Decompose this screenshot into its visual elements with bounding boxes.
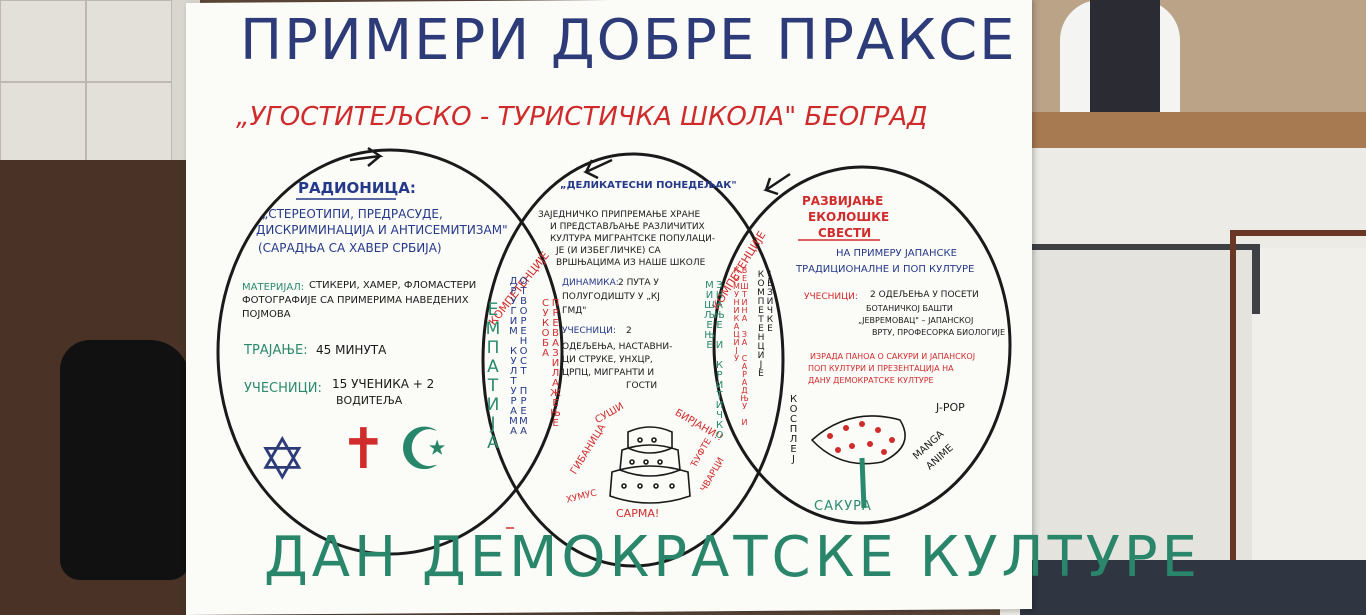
right-tag-jpop: J-POP (936, 401, 965, 414)
right-heading-line: РАЗВИЈАЊЕ (802, 194, 884, 208)
wall-background (0, 0, 200, 170)
left-material-label: МАТЕРИЈАЛ: (242, 282, 305, 293)
overlap-left-empathy: ЕМПАТИЈА (483, 300, 503, 452)
left-participants-line: 15 УЧЕНИКА + 2 (332, 377, 435, 391)
black-bag (60, 340, 190, 580)
left-topic-line: ДИСКРИМИНАЦИЈА И АНТИСЕМИТИЗАМ" (256, 223, 508, 237)
right-participants-label: УЧЕСНИЦИ: (804, 292, 858, 302)
right-participants-line: БОТАНИЧКОЈ БАШТИ (866, 304, 953, 313)
right-participants-line: ВРТУ, ПРОФЕСОРКА БИОЛОГИЈЕ (872, 328, 1005, 337)
right-participants-line: 2 ОДЕЉЕЊА У ПОСЕТИ (870, 290, 979, 300)
middle-participants-line: ЦИ СТРУКЕ, УНХЦР, (562, 355, 653, 365)
middle-circle (481, 152, 785, 568)
right-tag-sakura: САКУРА (814, 499, 872, 514)
right-example-line: НА ПРИМЕРУ ЈАПАНСКЕ (836, 248, 957, 259)
left-material-line: СТИКЕРИ, ХАМЕР, ФЛОМАСТЕРИ (309, 280, 477, 291)
serving-trolley (1230, 230, 1366, 566)
middle-dynamics-label: ДИНАМИКА: (562, 278, 619, 288)
right-activity-line: ДАНУ ДЕМОКРАТСКЕ КУЛТУРЕ (808, 376, 934, 385)
middle-heading: „ДЕЛИКАТЕСНИ ПОНЕДЕЉАК" (560, 180, 737, 191)
sakura-tree-drawing (810, 415, 906, 509)
overlap-left-openness: ОТВОРЕНОСТ ПРЕМА ДРУГИМ КУЛТУРАМА (508, 276, 529, 436)
right-circle (712, 165, 1012, 525)
middle-desc-line: ЗАЈЕДНИЧКО ПРИПРЕМАЊЕ ХРАНЕ (538, 210, 701, 220)
poster-title: ПРИМЕРИ ДОБРЕ ПРАКСЕ (240, 8, 1017, 73)
middle-participants-line: 2 (626, 326, 632, 336)
left-participants-label: УЧЕСНИЦИ: (244, 381, 322, 396)
left-heading: РАДИОНИЦА: (298, 179, 416, 197)
crescent-star-icon: ☪ (398, 415, 450, 483)
left-participants-line: ВОДИТЕЉА (336, 394, 403, 407)
middle-desc-line: ВРШЊАЦИМА ИЗ НАШЕ ШКОЛЕ (556, 258, 706, 268)
middle-desc-line: ЈЕ (И ИЗБЕГЛИЧКЕ) СА (556, 246, 661, 256)
right-activity-line: ПОП КУЛТУРИ И ПРЕЗЕНТАЦИЈА НА (808, 364, 954, 373)
overlap-right-knowledge: ЗНАЊЕ И КРИТИЧКО МИШЉЕЊЕ (704, 280, 725, 440)
wall-tile (0, 0, 86, 82)
middle-desc-line: И ПРЕДСТАВЉАЊЕ РАЗЛИЧИТИХ (550, 222, 705, 232)
arrow-icon (349, 146, 384, 167)
floor-carpet (1020, 560, 1366, 615)
overlap-right-cooperation: ВЕШТИНА ЗА САРАДЊУ И КОМУНИКАЦИЈУ (732, 266, 749, 426)
right-activity-line: ИЗРАДА ПАНОА О САКУРИ И ЈАПАНСКОЈ (810, 352, 976, 361)
middle-dynamics-line: ГМД" (562, 306, 587, 316)
right-heading-line: СВЕСТИ (818, 226, 872, 240)
middle-participants-line: ГОСТИ (626, 381, 658, 391)
arrow-icon (583, 158, 613, 180)
left-topic-line: „СТЕРЕОТИПИ, ПРЕДРАСУДЕ, (262, 207, 443, 221)
middle-participants-label: УЧЕСНИЦИ: (562, 326, 616, 336)
cross-icon: ✝ (340, 417, 387, 482)
left-material-line: ПОЈМОВА (242, 309, 291, 320)
middle-desc-line: КУЛТУРА МИГРАНТСКЕ ПОПУЛАЦИ- (550, 234, 716, 244)
middle-dynamics-line: ПОЛУГОДИШТУ У „КЈ (562, 292, 660, 302)
right-participants-line: „ЈЕВРЕМОВАЦ" – ЈАПАНСКОЈ (858, 316, 974, 325)
right-tag-cosplay: КОСПЛЕЈ (788, 394, 799, 464)
left-duration-value: 45 МИНУТА (316, 343, 387, 357)
left-topic-line: (САРАДЊА СА ХАВЕР СРБИЈА) (258, 241, 442, 255)
bar-counter-top (1010, 112, 1366, 148)
left-duration-label: ТРАЈАЊЕ: (244, 343, 308, 358)
food-label: САРМА! (616, 507, 660, 520)
left-circle (216, 148, 564, 556)
wall-tile (0, 82, 86, 164)
wall-tile (86, 82, 172, 164)
poster-footer: ДАН ДЕМОКРАТСКЕ КУЛТУРЕ (264, 525, 1202, 590)
left-material-line: ФОТОГРАФИЈЕ СА ПРИМЕРИМА НАВЕДЕНИХ (242, 295, 469, 306)
right-heading-line: ЕКОЛОШКЕ (808, 210, 890, 224)
cake-drawing (609, 426, 691, 504)
arrow-icon (763, 172, 791, 196)
right-example-line: ТРАДИЦИОНАЛНЕ И ПОП КУЛТУРЕ (796, 264, 975, 275)
middle-participants-line: ЦРПЦ, МИГРАНТИ И (562, 368, 655, 378)
middle-dynamics-line: 2 ПУТА У (618, 278, 659, 288)
overlap-right-language: ЈЕЗИЧКЕ КОМПЕТЕНЦИЈЕ (756, 270, 775, 378)
middle-participants-line: ОДЕЉЕЊА, НАСТАВНИ- (562, 342, 673, 352)
wall-tile (86, 0, 172, 82)
overlap-left-conflict: ПРЕВАЗИЛАЖЕЊЕ СУКОБА (540, 298, 561, 428)
waiter-vest (1090, 0, 1160, 115)
star-of-david-icon: ✡ (258, 425, 307, 493)
poster-subtitle: „УГОСТИТЕЉСКО - ТУРИСТИЧКА ШКОЛА" БЕОГРА… (236, 102, 928, 132)
